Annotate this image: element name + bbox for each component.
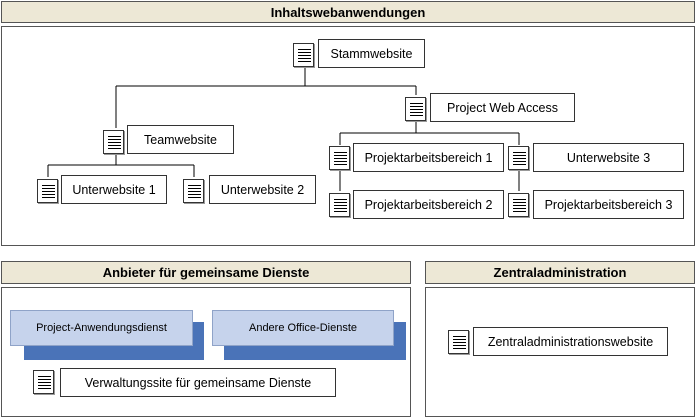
node-subsite-1[interactable]: Unterwebsite 1 xyxy=(61,175,167,204)
project-app-service-box[interactable]: Project-Anwendungsdienst xyxy=(10,310,193,346)
document-icon xyxy=(183,179,204,203)
document-icon xyxy=(33,370,54,394)
central-admin-site[interactable]: Zentraladministrationswebsite xyxy=(473,327,668,356)
document-icon xyxy=(448,330,469,354)
node-subsite-2[interactable]: Unterwebsite 2 xyxy=(209,175,316,204)
document-icon xyxy=(508,193,529,217)
header-central-admin: Zentraladministration xyxy=(425,261,695,284)
node-project-workspace-2[interactable]: Projektarbeitsbereich 2 xyxy=(353,190,504,219)
document-icon xyxy=(329,193,350,217)
document-icon xyxy=(329,146,350,170)
document-icon xyxy=(508,146,529,170)
node-project-workspace-3[interactable]: Projektarbeitsbereich 3 xyxy=(533,190,684,219)
document-icon xyxy=(405,97,426,121)
node-project-workspace-1[interactable]: Projektarbeitsbereich 1 xyxy=(353,143,504,172)
header-shared-services: Anbieter für gemeinsame Dienste xyxy=(1,261,411,284)
node-team-site[interactable]: Teamwebsite xyxy=(127,125,234,154)
document-icon xyxy=(103,130,124,154)
node-subsite-3[interactable]: Unterwebsite 3 xyxy=(533,143,684,172)
node-root-site[interactable]: Stammwebsite xyxy=(318,39,425,68)
document-icon xyxy=(293,43,314,67)
document-icon xyxy=(37,179,58,203)
header-content-web-apps: Inhaltswebanwendungen xyxy=(1,1,695,23)
other-office-services-box[interactable]: Andere Office-Dienste xyxy=(212,310,394,346)
shared-services-admin-site[interactable]: Verwaltungssite für gemeinsame Dienste xyxy=(60,368,336,397)
node-project-web-access[interactable]: Project Web Access xyxy=(430,93,575,122)
